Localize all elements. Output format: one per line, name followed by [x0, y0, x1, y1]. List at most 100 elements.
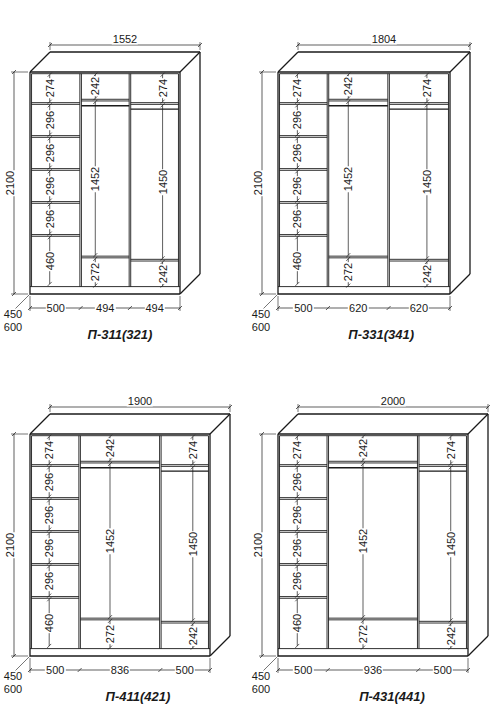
dimension-label: 2100 [5, 532, 16, 558]
drawing-line [449, 72, 450, 294]
drawing-line [346, 100, 350, 104]
drawing-line [48, 282, 52, 286]
drawing-line [18, 294, 30, 306]
drawing-line [108, 615, 112, 619]
drawing-line [28, 668, 32, 672]
drawing-line [326, 306, 330, 310]
dimension-label: 600 [3, 684, 23, 695]
drawing-line [78, 668, 82, 672]
drawing-line [425, 256, 429, 260]
drawing-line [280, 497, 328, 498]
drawing-line [468, 414, 488, 434]
drawing-line [93, 253, 97, 257]
drawing-line [93, 100, 97, 104]
drawing-line [280, 170, 328, 171]
drawing-line [419, 623, 467, 624]
drawing-line [416, 668, 420, 672]
drawing-line [161, 464, 208, 465]
dimension-label: 296 [292, 538, 303, 558]
drawing-line [47, 498, 51, 502]
drawing-line [280, 203, 328, 204]
drawing-line [329, 105, 388, 106]
dimension-label: 450 [251, 671, 271, 682]
drawing-line [32, 464, 79, 465]
drawing-line [425, 284, 429, 288]
drawing-line [131, 108, 179, 109]
drawing-line [280, 168, 328, 169]
drawing-line [32, 102, 80, 103]
drawing-line [298, 407, 488, 408]
drawing-line [329, 257, 388, 258]
drawing-line [50, 42, 51, 50]
drawing-line [31, 74, 32, 287]
drawing-line [296, 405, 300, 409]
dimension-label: 274 [292, 78, 303, 98]
drawing-line [32, 168, 80, 169]
drawing-line [467, 434, 468, 656]
drawing-line [178, 74, 179, 287]
drawing-line [32, 598, 79, 599]
drawing-line [191, 435, 195, 439]
drawing-line [298, 404, 299, 412]
dimension-label: 274 [421, 78, 432, 98]
drawing-line [276, 306, 280, 310]
drawing-line [346, 253, 350, 257]
dimension-label: 450 [3, 671, 23, 682]
dimension-label: 242 [421, 264, 432, 284]
drawing-line [466, 668, 470, 672]
drawing-line [12, 654, 16, 658]
drawing-line [32, 236, 80, 237]
drawing-line [346, 257, 350, 261]
drawing-line [295, 564, 299, 568]
drawing-line [161, 103, 165, 107]
drawing-line [93, 257, 97, 261]
drawing-line [32, 565, 79, 566]
dimension-label: 1452 [343, 165, 354, 191]
drawing-line [12, 292, 16, 296]
drawing-line [295, 597, 299, 601]
drawing-line [387, 306, 391, 310]
dimension-label: 836 [110, 665, 130, 676]
drawing-line [425, 100, 429, 104]
drawing-line [161, 470, 208, 471]
dimension-label: 272 [358, 624, 369, 644]
drawing-line [295, 435, 299, 439]
drawing-line [32, 532, 79, 533]
dimension-label: 296 [44, 176, 55, 196]
drawing-line [419, 466, 467, 467]
drawing-line [32, 137, 80, 138]
drawing-line [278, 655, 468, 656]
drawing-line [93, 96, 97, 100]
drawing-line [78, 436, 79, 649]
dimension-label: 242 [187, 626, 198, 646]
drawing-line [487, 414, 488, 636]
dimension-label: 242 [90, 76, 101, 96]
drawing-line [280, 466, 328, 467]
drawing-line [191, 465, 195, 469]
model-caption: П-431(441) [358, 690, 426, 703]
dimension-label: 1452 [90, 165, 101, 191]
dimension-label: 620 [409, 303, 429, 314]
drawing-line [80, 462, 159, 463]
drawing-line [130, 74, 131, 287]
drawing-line [361, 462, 365, 466]
drawing-line [50, 51, 200, 52]
dimension-label: 296 [44, 110, 55, 130]
dimension-label: 272 [90, 262, 101, 282]
drawing-line [29, 72, 30, 294]
drawing-line [32, 201, 80, 202]
drawing-line [260, 654, 264, 658]
drawing-line [30, 293, 180, 294]
dimension-label: 500 [293, 665, 313, 676]
drawing-line [280, 565, 328, 566]
dimension-label: 2100 [253, 170, 264, 196]
dimension-label: 494 [95, 303, 115, 314]
drawing-line [277, 434, 278, 656]
drawing-line [161, 256, 165, 260]
drawing-line [425, 73, 429, 77]
drawing-line [295, 103, 299, 107]
drawing-line [466, 436, 467, 649]
drawing-line [329, 462, 418, 463]
drawing-line [389, 261, 448, 262]
drawing-line [280, 532, 328, 533]
